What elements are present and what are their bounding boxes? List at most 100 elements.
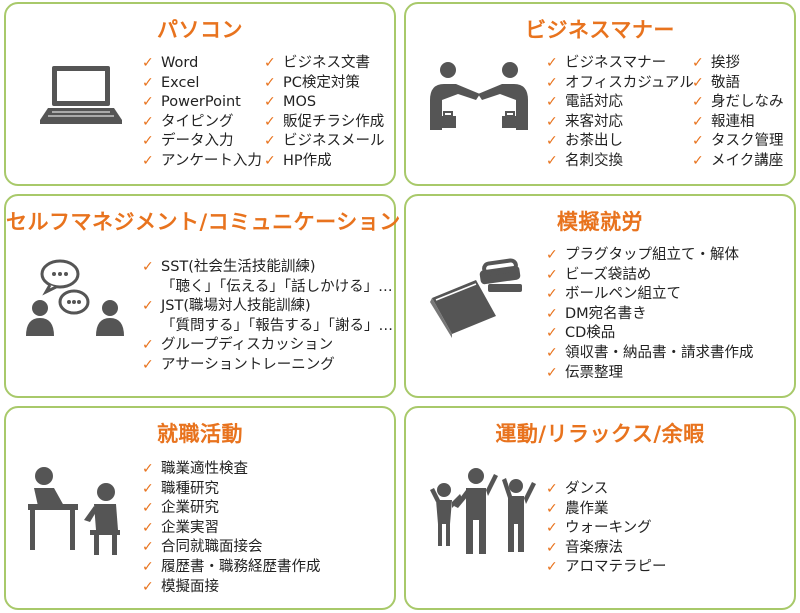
list-item-text: SST(社会生活技能訓練) [161,259,316,275]
list-item: ✓ オフィスカジュアル [546,74,694,94]
list-item-text: ビジネスマナー [565,55,667,71]
list-item: ✓ Word [142,54,262,74]
card-exercise-relax: 運動/リラックス/余暇 ✓ ダンス ✓農作業 ✓ ウォーキング ✓ 音楽療法✓ アロマテラピー [404,406,796,610]
list-item-text: 企業研究 [161,500,219,517]
list-item: ✓ プラグタップ組立て・解体 [546,246,754,266]
list-item: ✓PC検定対策 [264,74,385,94]
list-item-text: 音楽療法 [565,539,623,556]
check-icon: ✓ [546,539,558,556]
check-icon: ✓ [692,55,704,71]
card-title: ビジネスマナー [525,18,675,42]
list-item: ✓伝票整理 [546,364,754,384]
list-item: ✓HP作成 [264,152,385,172]
list-item-text: データ入力 [161,133,234,150]
check-icon: ✓ [264,113,276,130]
check-icon: ✓ [142,259,154,275]
check-icon: ✓ [142,298,154,315]
list-item: ✓ビジネス文書 [264,54,385,74]
list-column: ✓挨拶✓敬語✓身だしなみ✓報連相✓タスク管理✓メイク講座 [692,54,784,172]
check-icon: ✓ [142,480,154,497]
check-icon: ✓ [142,519,154,536]
list-item-text: タイピング [161,113,234,130]
list-item: ✓ SST(社会生活技能訓練) [142,258,393,278]
conversation-icon [26,258,126,342]
list-column: ✓ ダンス ✓農作業 ✓ ウォーキング ✓ 音楽療法✓ アロマテラピー [546,480,667,578]
list-item: ✓ CD検品 [546,324,754,344]
interview-icon [24,466,128,562]
check-icon: ✓ [546,55,558,71]
list-item-text: ビジネスメール [283,133,385,150]
list-item: ✓ 電話対応 [546,93,694,113]
list-column: ✓SST(社会生活技能訓練)「聴く」「伝える」「話しかける」…✓JST(職場対人… [142,258,393,376]
list-item: ✓ 音楽療法 [546,539,667,559]
list-item-text: PC検定対策 [283,74,360,91]
card-title: セルフマネジメント/コミュニケーション [6,210,401,234]
list-column: ✓ビジネス文書✓PC検定対策✓MOS✓販促チラシ作成✓ビジネスメール✓HP作成 [264,54,385,172]
check-icon: ✓ [546,266,558,283]
list-item: ✓データ入力 [142,132,262,152]
check-icon: ✓ [264,133,276,150]
list-item: ✓合同就職面接会 [142,538,321,558]
list-item: ✓タスク管理 [692,132,784,152]
list-item: ✓タイピング [142,113,262,133]
list-item-text: 来客対応 [565,113,623,130]
list-item: ✓来客対応 [546,113,694,133]
list-item: ✓販促チラシ作成 [264,113,385,133]
check-icon: ✓ [546,94,558,111]
list-item-text: オフィスカジュアル [565,74,694,91]
list-item-text: DM宛名書き [565,305,647,322]
list-item: ✓ アロマテラピー [546,558,667,578]
list-item: ✓ 身だしなみ [692,93,784,113]
list-item: ✓職種研究 [142,480,321,500]
check-icon: ✓ [142,152,154,169]
list-item: ✓挨拶 [692,54,784,74]
list-item-text: 企業実習 [161,519,219,536]
list-item: ✓模擬面接 [142,578,321,598]
list-item-text: ボールペン組立て [565,286,681,303]
check-icon: ✓ [546,305,558,322]
list-item: ✓グループディスカッション [142,336,393,356]
check-icon: ✓ [142,94,154,111]
list-item-text: HP作成 [283,152,332,169]
list-item-text: ウォーキング [565,520,652,537]
list-item-text: アンケート入力 [161,152,262,169]
list-item-text: 履歴書・職務経歴書作成 [161,558,321,575]
check-icon: ✓ [692,152,704,169]
card-self-management: セルフマネジメント/コミュニケーション ✓ SST(社会生活技能訓練) 「聴く」「伝… [4,194,401,398]
card-title: 就職活動 [157,422,243,446]
check-icon: ✓ [546,247,558,263]
check-icon: ✓ [692,113,704,130]
list-item-text: CD検品 [565,325,616,342]
check-icon: ✓ [546,559,558,576]
list-item-text: 身だしなみ [711,94,784,111]
check-icon: ✓ [546,74,558,91]
check-icon: ✓ [546,325,558,342]
list-item-text: ダンス [565,481,609,497]
list-column: ✓職業適性検査✓職種研究✓企業研究✓企業実習✓合同就職面接会✓履歴書・職務経歴書… [142,460,321,597]
list-item: ✓ビーズ袋詰め [546,266,754,286]
list-item: ✓領収書・納品書・請求書作成 [546,344,754,364]
list-item-text: Word [161,55,199,71]
check-icon: ✓ [142,356,154,373]
list-item-text: 合同就職面接会 [161,539,263,556]
list-item: ✓ アンケート入力 [142,152,262,172]
card-title: 運動/リラックス/余暇 [495,422,705,446]
list-item: ✓メイク講座 [692,152,784,172]
check-icon: ✓ [142,55,154,71]
check-icon: ✓ [692,94,704,111]
list-item: ✓ ビジネスメール [264,132,385,152]
check-icon: ✓ [142,337,154,354]
check-icon: ✓ [264,55,276,71]
card-pc: パソコン ✓Word✓Excel✓PowerPoint✓タイピング✓データ入力✓… [4,2,396,186]
list-item-text: Excel [161,74,200,91]
list-column: ✓Word✓Excel✓PowerPoint✓タイピング✓データ入力✓アンケート… [142,54,262,172]
list-item-text: アロマテラピー [565,559,667,576]
check-icon: ✓ [546,152,558,169]
list-item-text: プラグタップ組立て・解体 [565,247,739,263]
check-icon: ✓ [264,94,276,111]
list-item: ✓農作業 [546,500,667,520]
list-item-text: 電話対応 [565,94,623,111]
list-item-text: 職業適性検査 [161,461,248,477]
list-item: ✓アサーショントレーニング [142,356,393,376]
list-item-detail: 「聴く」「伝える」「話しかける」… [161,278,393,295]
